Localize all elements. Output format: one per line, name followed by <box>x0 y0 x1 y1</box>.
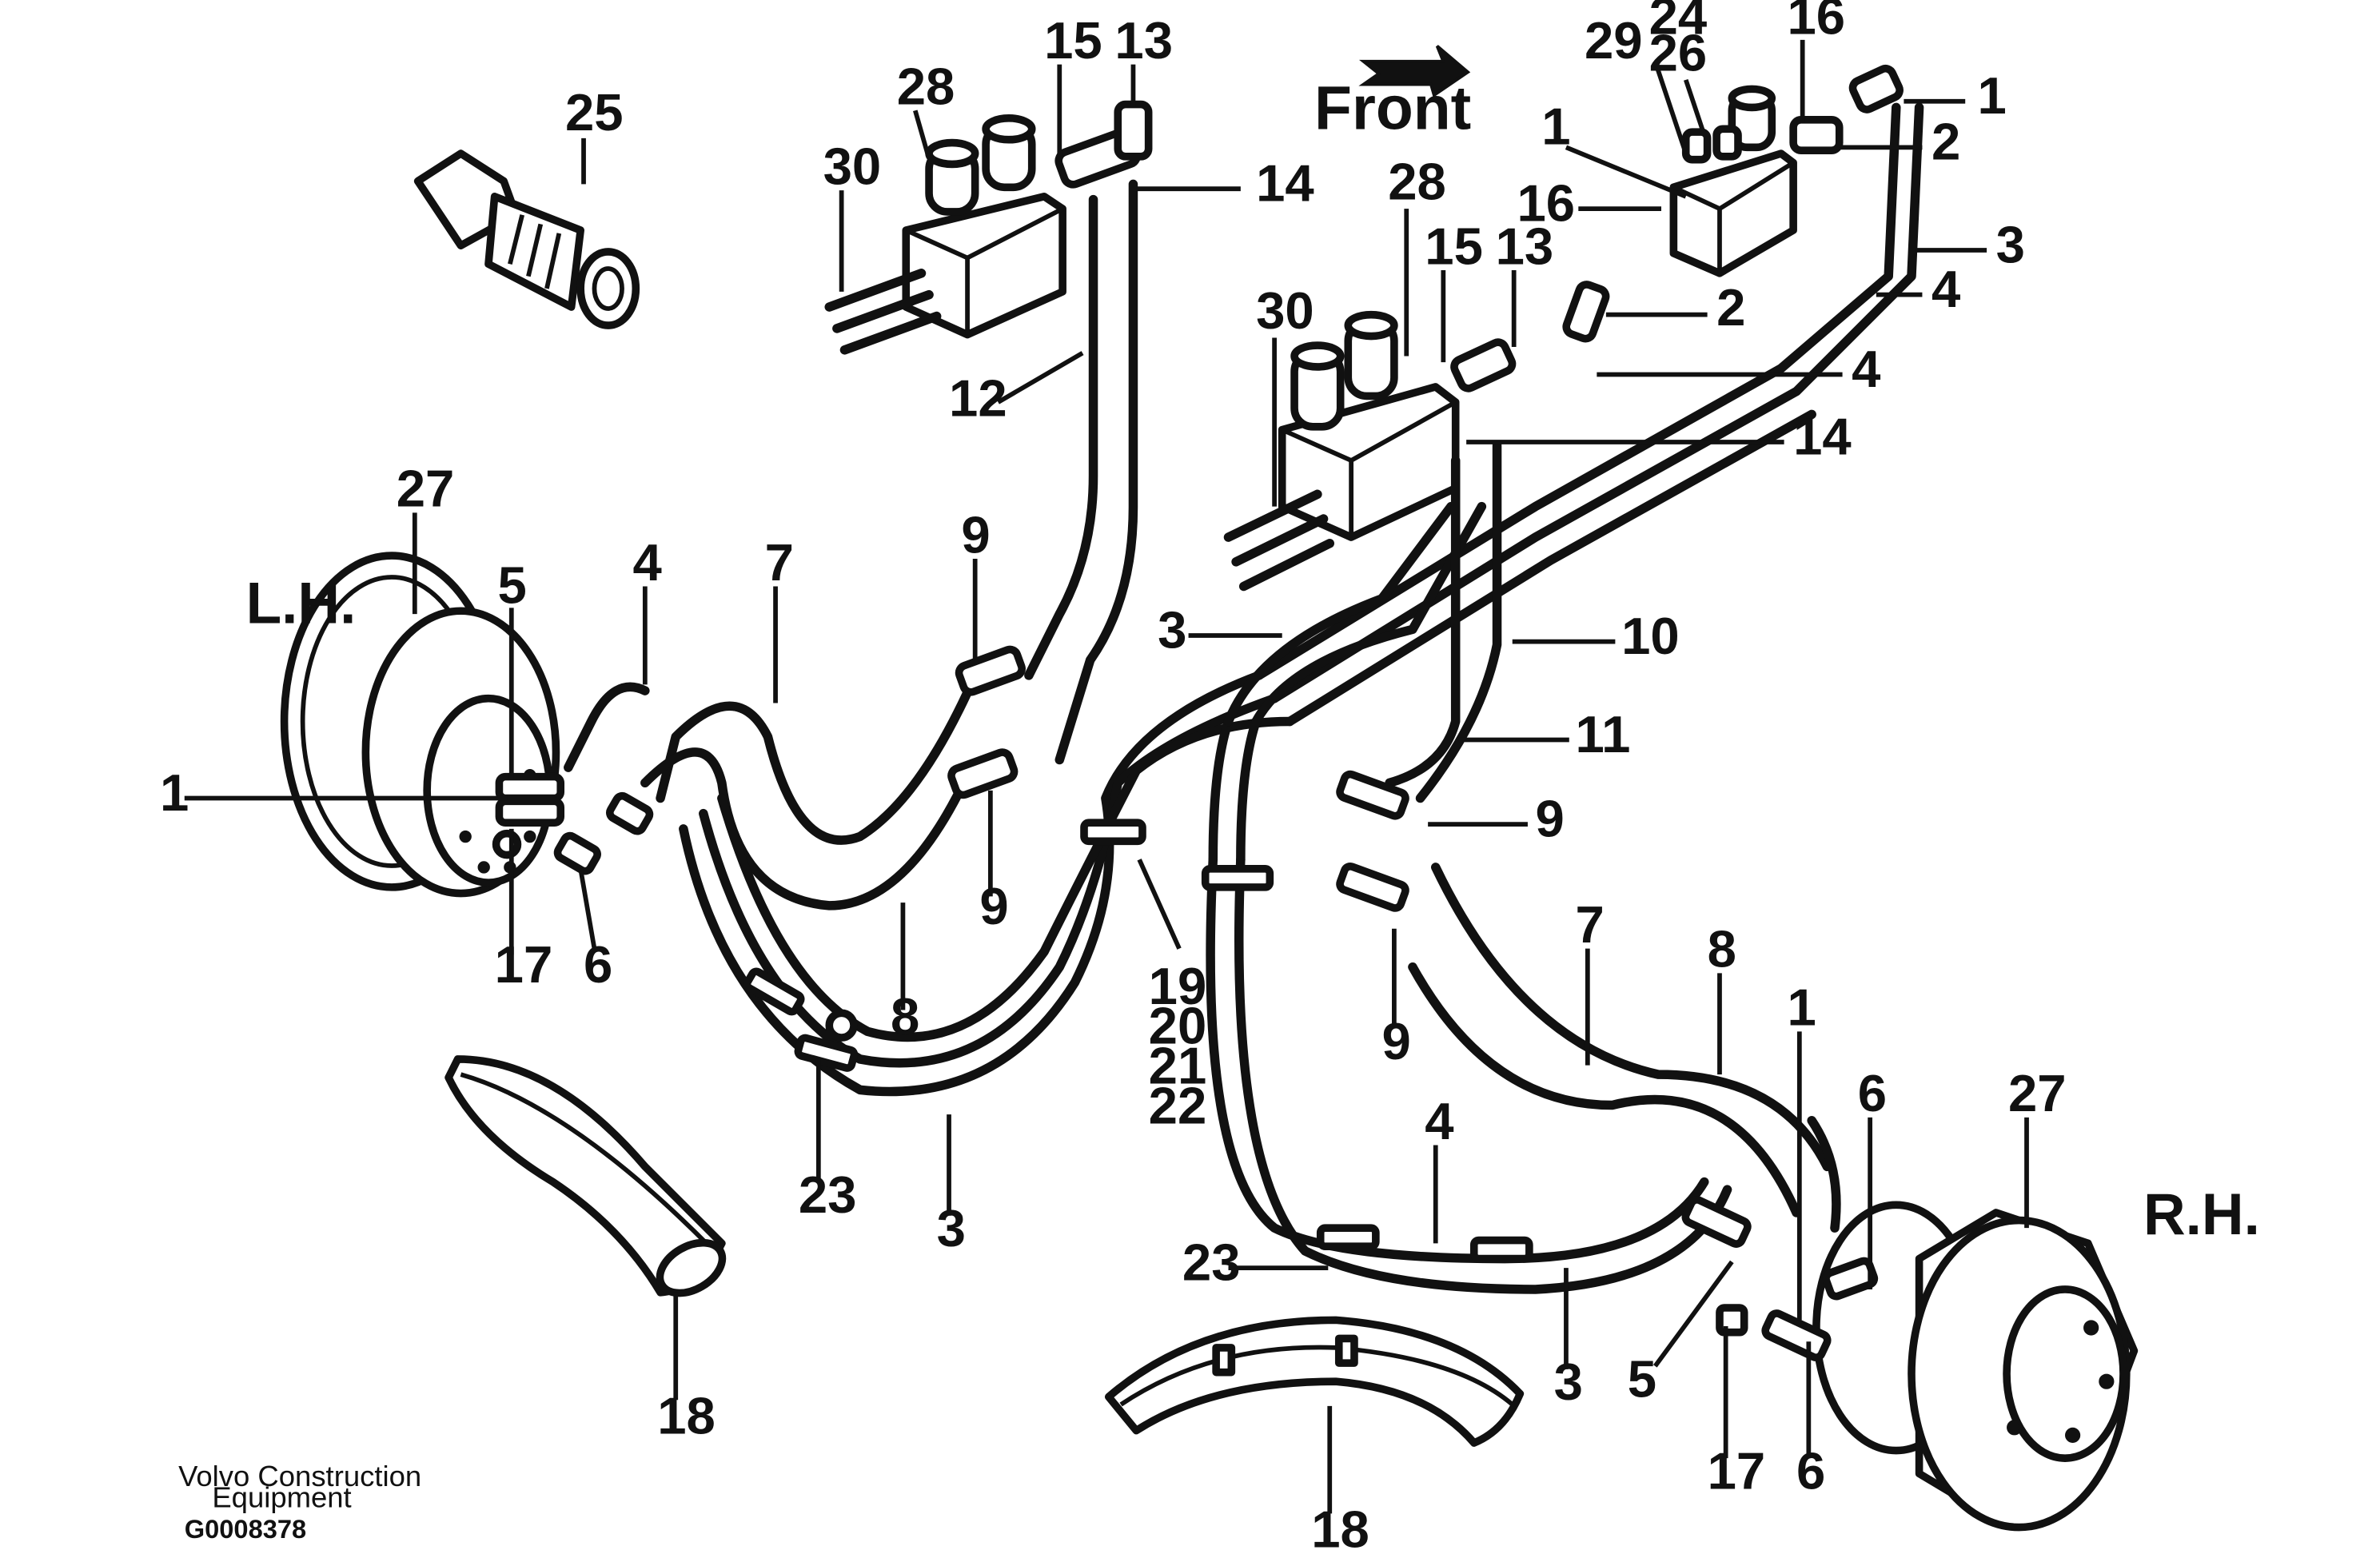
callout-1: 1 <box>1541 97 1570 155</box>
callout-15: 15 <box>1044 11 1102 70</box>
left-hand-label: L.H. <box>246 572 357 636</box>
callout-16: 16 <box>1787 0 1845 45</box>
front-label: Front <box>1314 74 1471 142</box>
callout-23: 23 <box>799 1166 857 1224</box>
footer: Volvo Construction Equipment G0008378 <box>178 1460 421 1544</box>
callout-8: 8 <box>891 987 919 1046</box>
callout-21: 21 <box>1149 1037 1207 1095</box>
valve-block-left <box>824 100 1153 355</box>
callout-17: 17 <box>1708 1442 1766 1500</box>
callout-14: 14 <box>1793 407 1852 465</box>
callout-labels: 25 28 15 13 30 14 12 29 24 26 16 1 2 3 1… <box>160 0 2067 1558</box>
callout-29: 29 <box>1585 11 1643 70</box>
callout-6: 6 <box>1858 1064 1887 1122</box>
quick-coupling-25 <box>413 149 640 329</box>
fittings <box>495 645 1879 1361</box>
figure-id: G0008378 <box>185 1514 306 1544</box>
callout-1: 1 <box>1787 978 1816 1037</box>
callout-12: 12 <box>949 369 1007 427</box>
callout-28: 28 <box>897 58 955 116</box>
valve-block-center <box>1223 281 1610 592</box>
callout-18: 18 <box>657 1386 716 1444</box>
callout-10: 10 <box>1621 607 1680 665</box>
callout-2: 2 <box>1716 278 1745 337</box>
hose-guard-left <box>445 1055 727 1297</box>
callout-9: 9 <box>979 877 1008 935</box>
callout-1: 1 <box>160 763 189 822</box>
callout-7: 7 <box>765 533 794 592</box>
leader-lines <box>184 39 2029 1514</box>
callout-4: 4 <box>1932 260 1960 318</box>
callout-7: 7 <box>1575 895 1604 954</box>
callout-19: 19 <box>1149 957 1207 1015</box>
callout-15: 15 <box>1425 217 1483 275</box>
callout-3: 3 <box>1554 1353 1583 1411</box>
callout-4: 4 <box>1852 340 1880 398</box>
wheel-motor-right <box>1812 1201 2139 1532</box>
direction-label: Front <box>1314 74 1471 142</box>
callout-27: 27 <box>2008 1064 2067 1122</box>
callout-4: 4 <box>632 533 661 592</box>
valve-block-right-upper <box>1669 64 1904 277</box>
callout-9: 9 <box>1382 1012 1411 1070</box>
callout-6: 6 <box>1796 1442 1825 1500</box>
callout-30: 30 <box>1256 281 1314 340</box>
callout-27: 27 <box>397 460 455 518</box>
callout-17: 17 <box>495 935 553 994</box>
hose-guard-right <box>1104 1316 1525 1447</box>
front-direction-arrow <box>1358 45 1471 98</box>
callout-23: 23 <box>1182 1233 1241 1291</box>
hose-clamps <box>743 819 1533 1263</box>
callout-3: 3 <box>1996 215 2025 273</box>
callout-9: 9 <box>961 505 990 564</box>
callout-18: 18 <box>1311 1500 1369 1558</box>
callout-25: 25 <box>565 83 624 141</box>
callout-9: 9 <box>1536 790 1565 848</box>
callout-3: 3 <box>1158 600 1186 659</box>
callout-4: 4 <box>1425 1092 1453 1150</box>
callout-11: 11 <box>1575 705 1630 763</box>
callout-2: 2 <box>1932 113 1960 171</box>
callout-3: 3 <box>937 1199 966 1257</box>
callout-16: 16 <box>1517 174 1576 233</box>
callout-14: 14 <box>1256 154 1314 213</box>
callout-13: 13 <box>1114 11 1173 70</box>
callout-24: 24 <box>1649 0 1708 45</box>
callout-20: 20 <box>1149 997 1207 1055</box>
maker-line-2: Equipment <box>212 1481 351 1514</box>
callout-8: 8 <box>1708 920 1736 978</box>
callout-28: 28 <box>1388 153 1446 211</box>
callout-5: 5 <box>497 556 526 615</box>
callout-13: 13 <box>1496 217 1554 275</box>
maker-line-1: Volvo Construction <box>178 1460 421 1492</box>
callout-26: 26 <box>1649 23 1708 82</box>
callout-6: 6 <box>584 935 612 994</box>
callout-30: 30 <box>823 137 882 195</box>
right-hand-label: R.H. <box>2143 1182 2260 1247</box>
callout-1: 1 <box>1978 66 2007 125</box>
callout-5: 5 <box>1628 1349 1656 1408</box>
callout-22: 22 <box>1149 1077 1207 1135</box>
